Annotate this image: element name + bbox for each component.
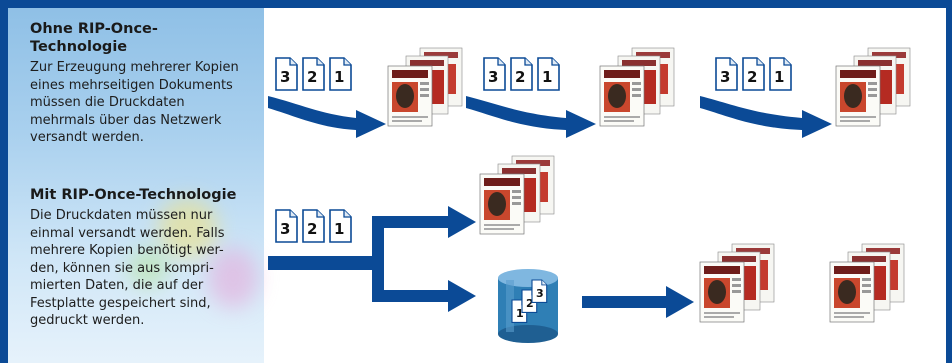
- heading-line: Technologie: [30, 39, 128, 55]
- hard-disk-icon: 1 2 3: [498, 269, 558, 343]
- body-line: mehrere Kopien benötigt wer-: [30, 243, 224, 258]
- body-line: müssen die Druckdaten: [30, 95, 185, 110]
- disk-page-number-1: 1: [516, 307, 524, 320]
- printed-document-5: [699, 243, 775, 323]
- disk-page-number-3: 3: [536, 287, 544, 300]
- arrow-top-1: [268, 96, 386, 138]
- arrow-disk-to-print: [582, 286, 694, 318]
- page-group-1: 3 2 1: [275, 57, 352, 91]
- page-number-2: 2: [747, 68, 757, 86]
- printed-document-1: [387, 47, 463, 127]
- disk-page-number-2: 2: [526, 297, 534, 310]
- printed-document-3: [835, 47, 911, 127]
- top-border: [0, 0, 952, 8]
- page-group-4: 3 2 1: [275, 209, 352, 243]
- page-number-1: 1: [334, 68, 344, 86]
- body-line: mehrmals über das Netzwerk: [30, 112, 222, 128]
- heading-line: Ohne RIP-Once-: [30, 21, 158, 37]
- section-body: Zur Erzeugung mehrerer Kopien eines mehr…: [30, 59, 255, 147]
- body-line: versandt werden.: [30, 130, 144, 145]
- section-heading: Mit RIP-Once-Technologie: [30, 187, 237, 203]
- body-line: gedruckt werden.: [30, 313, 145, 328]
- section-body: Die Druckdaten müssen nur einmal versand…: [30, 207, 255, 330]
- right-border: [946, 0, 952, 363]
- page-number-2: 2: [307, 220, 317, 238]
- left-border: [0, 0, 8, 363]
- body-line: Die Druckdaten müssen nur: [30, 208, 213, 223]
- body-line: einmal versandt werden. Falls: [30, 225, 225, 241]
- printed-document-4: [479, 155, 555, 235]
- body-line: Festplatte gespeichert sind,: [30, 295, 211, 311]
- page-number-1: 1: [542, 68, 552, 86]
- arrow-top-2: [466, 96, 596, 138]
- section-heading: Ohne RIP-Once- Technologie: [30, 20, 255, 56]
- printed-document-2: [599, 47, 675, 127]
- page-number-3: 3: [488, 68, 498, 86]
- section-with-rip-once: Mit RIP-Once-Technologie Die Druckdaten …: [30, 186, 255, 330]
- arrow-split: [268, 206, 476, 312]
- page-number-1: 1: [334, 220, 344, 238]
- printed-document-6: [829, 243, 905, 323]
- arrow-top-3: [700, 96, 832, 138]
- page-number-3: 3: [280, 220, 290, 238]
- text-panel: [8, 8, 264, 363]
- body-line: eines mehrseitigen Dokuments: [30, 77, 233, 93]
- page-group-3: 3 2 1: [715, 57, 792, 91]
- page-group-2: 3 2 1: [483, 57, 560, 91]
- body-line: mierten Daten, die auf der: [30, 278, 204, 293]
- page-number-2: 2: [515, 68, 525, 86]
- page-number-2: 2: [307, 68, 317, 86]
- section-without-rip-once: Ohne RIP-Once- Technologie Zur Erzeugung…: [30, 20, 255, 147]
- page-number-3: 3: [280, 68, 290, 86]
- page-number-3: 3: [720, 68, 730, 86]
- body-line: Zur Erzeugung mehrerer Kopien: [30, 60, 239, 75]
- page-number-1: 1: [774, 68, 784, 86]
- body-line: den, können sie aus kompri-: [30, 260, 214, 276]
